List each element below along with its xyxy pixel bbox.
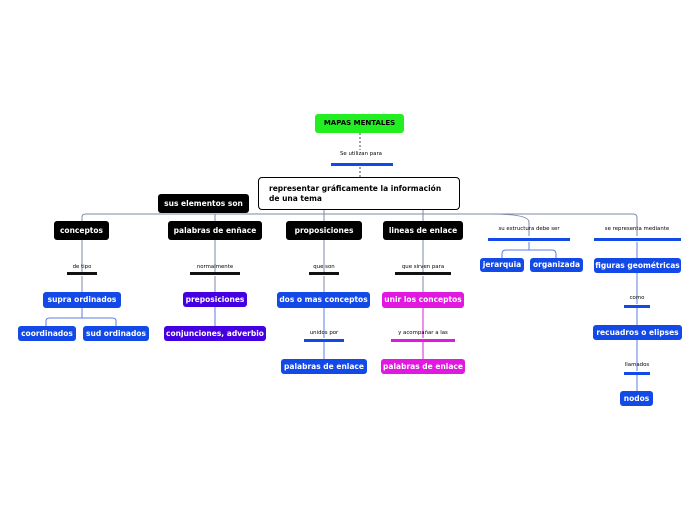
lineas-link-bar (395, 272, 451, 275)
lineas-link-label: que sirven para (401, 264, 445, 270)
lineas-node[interactable]: lineas de enlace (383, 221, 463, 240)
representa-link-label: se representa mediante (604, 226, 670, 232)
palabras-enlace-blue-node[interactable]: palabras de enlace (281, 359, 367, 374)
palabras-node[interactable]: palabras de enñace (168, 221, 262, 240)
conceptos-link-label: de tipo (72, 264, 92, 270)
acompanar-bar (391, 339, 455, 342)
figuras-geometricas-node[interactable]: figuras geométricas (594, 258, 681, 273)
como-bar (624, 305, 650, 308)
conjunciones-node[interactable]: conjunciones, adverbio (164, 326, 266, 341)
llamados-bar (624, 372, 650, 375)
trunk-right (460, 213, 638, 236)
palabras-link-label: normalmente (196, 264, 234, 270)
recuadros-elipses-node[interactable]: recuadros o elipses (593, 325, 682, 340)
preposiciones-node[interactable]: preposiciones (183, 292, 247, 307)
central-node[interactable]: representar gráficamente la información … (258, 177, 460, 210)
estructura-link-label: su estructura debe ser (498, 226, 560, 232)
palabras-link-bar (190, 272, 240, 275)
coordinados-node[interactable]: coordinados (18, 326, 76, 341)
como-label: como (629, 295, 645, 301)
organizada-node[interactable]: organizada (530, 258, 583, 272)
unidos-por-label: unidos por (309, 330, 339, 336)
root-node[interactable]: MAPAS MENTALES (315, 114, 404, 133)
palabras-enlace-magenta-node[interactable]: palabras de enlace (381, 359, 465, 374)
proposiciones-node[interactable]: proposiciones (286, 221, 362, 240)
nodos-node[interactable]: nodos (620, 391, 653, 406)
conceptos-node[interactable]: conceptos (54, 221, 109, 240)
acompanar-label: y acompañar a las (398, 330, 448, 336)
sud-ordinados-node[interactable]: sud ordinados (83, 326, 149, 341)
trunk-left (81, 213, 258, 222)
estructura-link-bar (488, 238, 570, 241)
jerarquia-node[interactable]: jerarquia (480, 258, 524, 272)
llamados-label: llamados (624, 362, 650, 368)
unidos-por-bar (304, 339, 344, 342)
root-link-bar (331, 163, 393, 166)
root-link-label: Se utilizan para (340, 151, 382, 157)
elements-label-node[interactable]: sus elementos son (158, 194, 249, 213)
supra-ordinados-node[interactable]: supra ordinados (43, 292, 121, 308)
representa-link-bar (594, 238, 681, 241)
conceptos-link-bar (67, 272, 97, 275)
proposiciones-link-bar (309, 272, 339, 275)
proposiciones-link-label: que son (313, 264, 335, 270)
unir-conceptos-node[interactable]: unir los conceptos (382, 292, 464, 308)
dos-o-mas-conceptos-node[interactable]: dos o mas conceptos (277, 292, 370, 308)
